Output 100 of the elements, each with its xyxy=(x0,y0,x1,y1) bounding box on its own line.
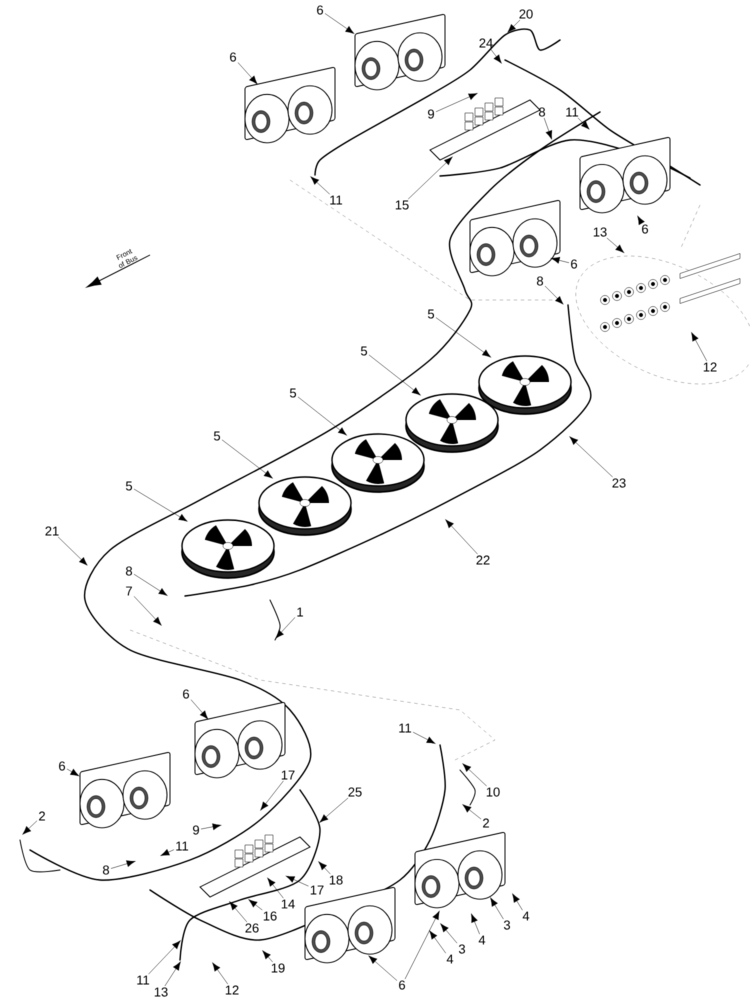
callout-number: 6 xyxy=(317,5,324,15)
leader-line xyxy=(368,354,421,396)
callout-number: 4 xyxy=(522,912,530,920)
callout-number: 8 xyxy=(536,276,544,286)
leader-line xyxy=(404,910,440,980)
leader-line xyxy=(368,956,398,981)
leader-line xyxy=(578,118,590,130)
callout-number: 12 xyxy=(704,362,717,372)
callout-number: 4 xyxy=(478,936,486,944)
leader-line xyxy=(436,317,491,358)
callout-number: 5 xyxy=(428,310,434,318)
callout-number: 2 xyxy=(39,812,45,820)
leader-line xyxy=(200,823,222,830)
leader-line xyxy=(320,798,348,823)
fan-drawing xyxy=(258,476,352,536)
callout-number: 11 xyxy=(399,724,412,732)
leader-line xyxy=(471,914,480,934)
leader-line xyxy=(490,898,504,920)
leader-line xyxy=(318,861,331,874)
callout-number: 17 xyxy=(310,886,324,894)
callout-number: 11 xyxy=(566,108,578,116)
blower-drawing xyxy=(470,200,560,276)
leader-line xyxy=(134,488,188,522)
callout-number: 18 xyxy=(330,875,343,885)
callout-number: 24 xyxy=(479,38,493,48)
leader-line xyxy=(148,940,181,974)
leader-line xyxy=(569,436,613,478)
leader-line xyxy=(544,118,552,140)
leader-line xyxy=(212,962,228,984)
callout-number: 5 xyxy=(214,432,220,440)
callout-number: 22 xyxy=(476,556,490,564)
leader-line xyxy=(66,768,80,776)
callout-number: 6 xyxy=(571,259,578,269)
leader-line xyxy=(262,950,273,962)
leader-line xyxy=(544,286,564,305)
callout-number: 5 xyxy=(290,388,296,398)
callout-number: 17 xyxy=(282,770,295,780)
leader-line xyxy=(267,878,284,898)
leader-line xyxy=(429,930,446,954)
callout-number: 9 xyxy=(193,825,199,835)
leader-line xyxy=(190,699,208,720)
fan-drawing xyxy=(478,355,572,415)
leader-line xyxy=(440,924,458,944)
callout-number: 3 xyxy=(504,920,510,930)
leader-line xyxy=(286,876,309,886)
callout-number: 6 xyxy=(183,689,190,699)
callout-number: 25 xyxy=(348,787,362,797)
leader-line xyxy=(298,396,347,436)
callout-number: 14 xyxy=(282,900,295,908)
callout-number: 9 xyxy=(428,109,434,119)
callout-number: 2 xyxy=(483,818,489,828)
callout-number: 21 xyxy=(45,526,59,536)
fan-drawing xyxy=(181,519,275,579)
callout-number: 11 xyxy=(330,196,342,204)
leader-line xyxy=(324,13,354,34)
callout-number: 1 xyxy=(297,608,303,616)
leader-line xyxy=(260,780,284,810)
callout-number: 6 xyxy=(230,52,236,62)
blower-drawing xyxy=(244,67,336,144)
callout-number: 4 xyxy=(446,954,454,964)
callout-number: 8 xyxy=(126,566,132,576)
leader-line xyxy=(436,93,478,112)
leader-line xyxy=(507,20,520,33)
callout-number: 15 xyxy=(396,200,409,210)
blower-drawing xyxy=(304,887,396,964)
leader-line xyxy=(229,902,248,922)
callout-number: 6 xyxy=(59,761,66,771)
blower-drawing xyxy=(354,14,446,90)
fan-drawing xyxy=(405,393,499,453)
leader-line xyxy=(22,820,38,835)
callout-number: 23 xyxy=(612,478,626,488)
leader-line xyxy=(550,257,570,264)
callout-number: 8 xyxy=(538,107,546,117)
callout-number: 7 xyxy=(126,586,132,596)
callout-number: 19 xyxy=(272,963,285,973)
blower-drawing xyxy=(80,752,170,828)
callout-number: 16 xyxy=(264,911,277,921)
callout-number: 5 xyxy=(126,482,132,490)
leader-line xyxy=(248,899,263,910)
leader-line xyxy=(490,48,502,64)
leader-line xyxy=(462,763,487,786)
leader-line xyxy=(275,617,296,639)
blower-drawing xyxy=(580,137,670,214)
leader-line xyxy=(512,894,523,910)
callout-number: 8 xyxy=(102,865,109,875)
callout-number: 5 xyxy=(360,346,368,356)
leader-line xyxy=(691,332,708,362)
leader-line xyxy=(606,238,624,253)
callout-number: 26 xyxy=(245,923,259,933)
leader-line xyxy=(134,574,168,596)
mounting-hardware-drawing xyxy=(600,253,740,332)
callout-number: 11 xyxy=(137,976,150,984)
callout-number: 3 xyxy=(458,944,465,954)
callout-number: 6 xyxy=(642,224,648,234)
leader-line xyxy=(412,732,436,744)
callout-number: 13 xyxy=(154,987,168,997)
callout-number: 6 xyxy=(399,980,405,990)
leader-line xyxy=(110,860,136,869)
leader-line xyxy=(164,962,181,986)
callout-number: 12 xyxy=(226,986,239,994)
